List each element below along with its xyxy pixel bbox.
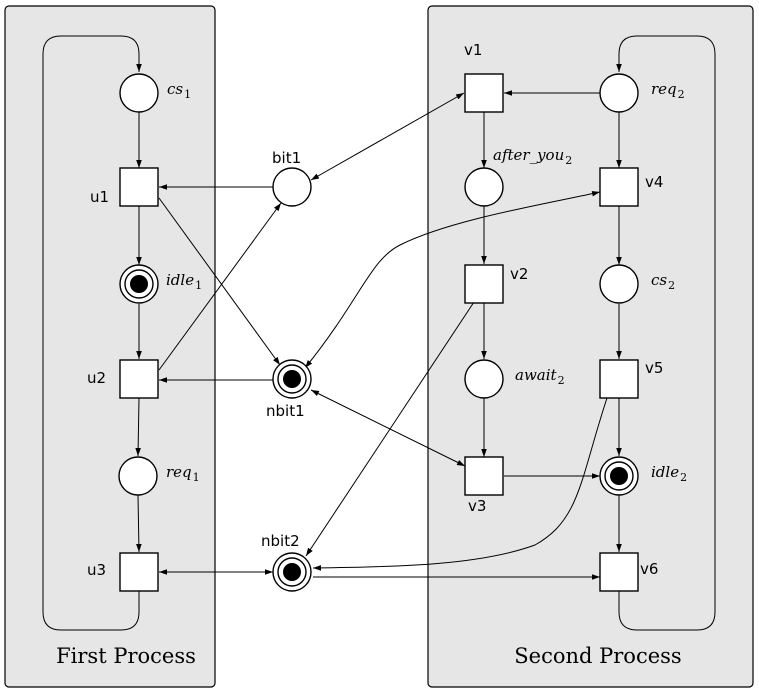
place-bit1 [272,167,312,207]
place-cs1 [119,73,159,113]
token-idle2 [610,467,628,485]
place-req2-label: req2 [651,80,685,101]
place-after-you2 [464,167,504,207]
transition-v4-label: v4 [645,173,663,191]
arc-v6-req2-loop [616,35,716,631]
arc-nbit1-v3 [310,389,466,467]
transition-u3 [119,552,159,592]
token-idle1 [130,275,148,293]
transition-v3 [464,456,504,496]
transition-v4 [599,167,639,207]
transition-u3-label: u3 [87,561,106,579]
transition-v6 [599,552,639,592]
transition-v5-label: v5 [645,359,663,377]
transition-v3-label: v3 [468,497,486,515]
transition-u1-label: u1 [90,188,109,206]
place-idle1 [119,264,159,304]
arc-v1-bit1 [310,92,465,181]
transition-v2 [464,264,504,304]
transition-v1 [464,73,504,113]
arc-req1-u3 [136,494,142,553]
place-req1 [118,456,158,496]
place-nbit1-label: nbit1 [266,402,305,420]
place-cs2 [599,264,639,304]
transition-v6-label: v6 [640,560,658,578]
first-process-title: First Process [56,644,196,668]
place-idle2 [599,456,639,496]
place-bit1-label: bit1 [272,149,301,167]
transition-u1 [119,167,159,207]
transition-v2-label: v2 [510,265,528,283]
transition-u2 [119,359,159,399]
first-process-panel [4,5,216,688]
place-await2 [464,359,504,399]
place-cs1-label: cs1 [167,80,191,101]
transition-u2-label: u2 [87,369,106,387]
place-nbit1 [272,359,312,399]
place-req1-label: req1 [166,463,200,484]
arc-v5-nbit2 [312,397,608,571]
arc-v2-nbit2 [305,301,475,557]
token-nbit1 [283,370,301,388]
place-req2 [599,73,639,113]
arc-u1-nbit1 [158,197,281,366]
place-idle2-label: idle2 [651,463,687,484]
arc-u2-bit1 [158,202,282,371]
place-idle1-label: idle1 [166,271,202,292]
arc-u3-cs1-loop [42,35,142,631]
place-nbit2-label: nbit2 [261,532,300,550]
transition-v5 [599,359,639,399]
arc-u2-req1 [135,397,141,457]
place-after-you2-label: after_you2 [493,146,572,167]
token-nbit2 [283,563,301,581]
place-nbit2 [272,552,312,592]
transition-v1-label: v1 [464,41,482,59]
second-process-title: Second Process [514,644,681,668]
place-await2-label: await2 [515,366,565,387]
arc-nbit1-v4 [304,190,601,369]
place-cs2-label: cs2 [651,271,675,292]
